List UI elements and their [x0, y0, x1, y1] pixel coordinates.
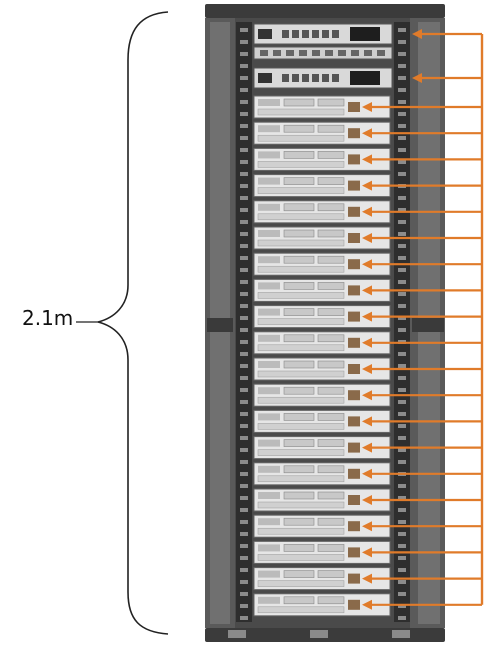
- network-cable: [362, 547, 482, 558]
- network-cable: [362, 259, 482, 270]
- rack-server: [253, 357, 391, 381]
- network-cable: [362, 442, 482, 453]
- patch-panel: [253, 46, 393, 60]
- rack-server: [253, 488, 391, 512]
- network-cable: [362, 599, 482, 610]
- network-cable: [362, 285, 482, 296]
- rack-server: [253, 278, 391, 302]
- rack-top-cap: [205, 4, 445, 18]
- network-cable: [362, 233, 482, 243]
- rack-server: [253, 252, 391, 276]
- rack-server: [253, 462, 391, 486]
- rack-server: [253, 147, 391, 171]
- network-cable: [362, 468, 482, 479]
- network-cable: [362, 364, 482, 374]
- rack-server: [253, 174, 391, 198]
- network-cable: [362, 154, 482, 165]
- rack-server: [253, 305, 391, 329]
- rack-server: [253, 121, 391, 145]
- network-cable: [362, 573, 482, 584]
- network-cable: [362, 206, 482, 217]
- rack-server: [253, 226, 391, 250]
- rack-server: [253, 514, 391, 538]
- network-cable: [362, 337, 482, 348]
- rack-height-label: 2.1m: [22, 306, 74, 330]
- network-cable: [412, 29, 482, 39]
- rack-server: [253, 436, 391, 460]
- server-rack: [205, 4, 445, 642]
- network-switch: [253, 23, 393, 45]
- rack-server: [253, 567, 391, 591]
- height-brace: [97, 11, 169, 635]
- rack-server: [253, 200, 391, 224]
- rack-server: [253, 331, 391, 355]
- network-cable: [362, 311, 482, 322]
- network-cable: [412, 73, 482, 83]
- network-cable: [362, 521, 482, 532]
- network-cable: [362, 180, 482, 191]
- network-cable: [362, 102, 482, 112]
- network-cable: [362, 390, 482, 401]
- rack-server: [253, 383, 391, 407]
- rack-server: [253, 409, 391, 433]
- rack-server: [253, 95, 391, 119]
- network-cable: [362, 416, 482, 427]
- network-cable: [362, 128, 482, 139]
- network-cable: [362, 495, 482, 505]
- cable-bundle: [362, 29, 484, 610]
- network-switch: [253, 67, 393, 89]
